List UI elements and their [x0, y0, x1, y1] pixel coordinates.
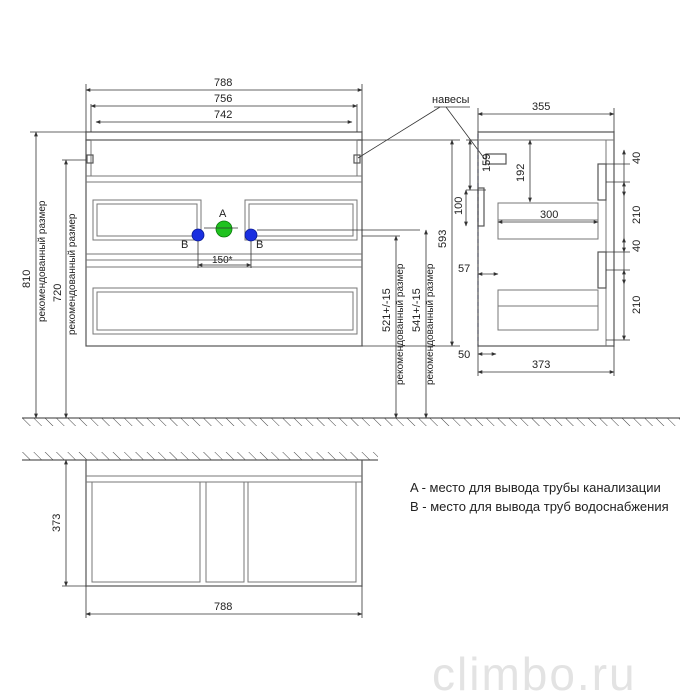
watermark: climbo.ru — [432, 648, 637, 700]
side-view: 355 373 159 100 192 300 57 50 40 21 — [453, 101, 643, 376]
dim-541: 541+/-15 — [411, 288, 423, 332]
dim-210-upper: 210 — [631, 206, 643, 224]
label-b-left: B — [181, 239, 188, 251]
dim-57: 57 — [458, 263, 470, 275]
dim-788-top: 788 — [214, 77, 232, 89]
dim-720-note: рекомендованный размер — [67, 213, 78, 335]
dim-521-note: рекомендованный размер — [395, 263, 406, 385]
water-pipe-marker-left — [191, 228, 205, 242]
sewer-pipe-marker — [215, 220, 233, 238]
dim-40-lower: 40 — [631, 240, 643, 252]
dim-810: 810 — [21, 270, 33, 288]
dim-192: 192 — [515, 164, 527, 182]
dim-355: 355 — [532, 101, 550, 113]
dim-100: 100 — [453, 197, 465, 215]
dim-40-upper: 40 — [631, 152, 643, 164]
label-a: A — [219, 208, 227, 220]
upper-drawer-left — [92, 199, 202, 241]
dim-50: 50 — [458, 349, 470, 361]
dim-150: 150* — [212, 255, 233, 266]
countertop — [85, 131, 363, 141]
dim-788-bottom: 788 — [214, 601, 232, 613]
hinge-left — [86, 154, 94, 164]
lower-drawer — [92, 287, 358, 335]
top-outline — [85, 459, 363, 587]
floor-line — [22, 417, 680, 426]
dim-373-side: 373 — [532, 359, 550, 371]
dim-810-note: рекомендованный размер — [37, 200, 48, 322]
dim-593: 593 — [437, 230, 449, 248]
hinges-label: навесы — [432, 94, 470, 106]
cabinet-inner — [90, 139, 358, 177]
dim-742: 742 — [214, 109, 232, 121]
dim-159: 159 — [481, 154, 493, 172]
side-body — [477, 131, 615, 347]
legend-a: A - место для вывода трубы канализации — [410, 480, 661, 495]
dim-756: 756 — [214, 93, 232, 105]
dim-373-top: 373 — [51, 514, 63, 532]
front-view: A B B 150* 788 756 742 навесы 810 рекоме… — [21, 77, 485, 419]
cabinet-body — [85, 139, 363, 347]
top-view: 373 788 — [22, 452, 378, 618]
dim-541-note: рекомендованный размер — [425, 263, 436, 385]
legend-b: B - место для вывода труб водоснабжения — [410, 499, 669, 514]
upper-drawer-right — [244, 199, 358, 241]
dim-210-lower: 210 — [631, 296, 643, 314]
legend: A - место для вывода трубы канализации B… — [410, 480, 669, 514]
hinge-right — [353, 154, 361, 164]
dim-300: 300 — [540, 209, 558, 221]
label-b-right: B — [256, 239, 263, 251]
dim-521: 521+/-15 — [381, 288, 393, 332]
dim-720: 720 — [52, 284, 64, 302]
